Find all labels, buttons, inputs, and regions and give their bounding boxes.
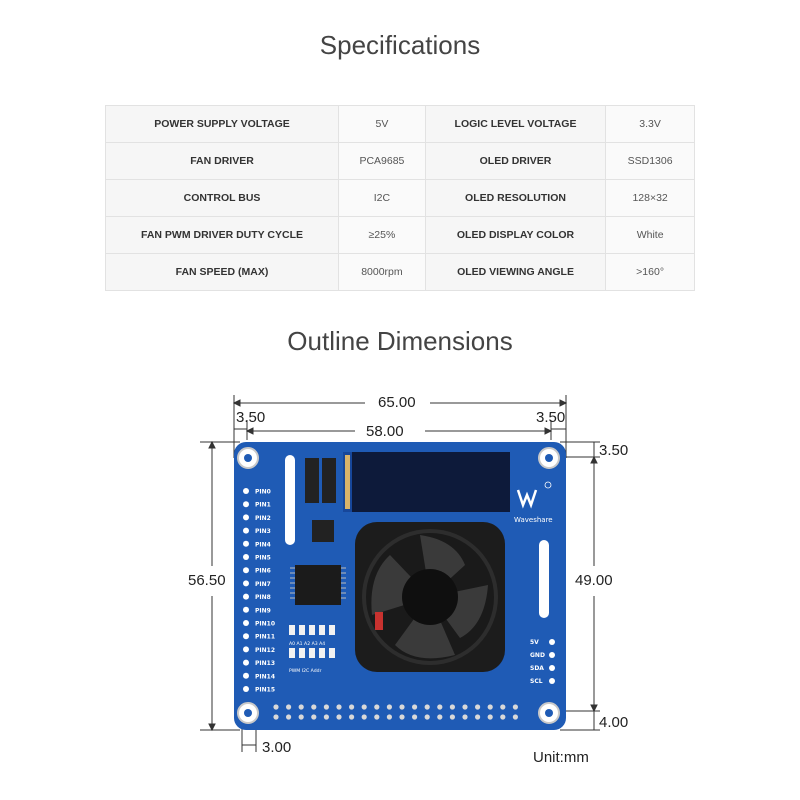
address-labels: A0 A1 A2 A3 A4: [289, 641, 325, 647]
pin-label: PIN7: [255, 581, 271, 588]
pin-label: PIN3: [255, 528, 271, 535]
spec-value: PCA9685: [338, 142, 426, 180]
spec-value: 8000rpm: [338, 253, 426, 291]
power-pin-label: SCL: [530, 678, 543, 685]
i2c-addr-label: PWM I2C Addr: [289, 668, 322, 674]
pin-label: PIN1: [255, 502, 271, 509]
spec-key: OLED VIEWING ANGLE: [424, 253, 607, 291]
address-jumpers: [289, 625, 335, 658]
spec-key: FAN DRIVER: [104, 142, 340, 180]
spec-row: FAN PWM DRIVER DUTY CYCLE≥25%OLED DISPLA…: [104, 216, 695, 254]
pin-label: PIN12: [255, 647, 275, 654]
power-pin-label: GND: [530, 652, 545, 659]
pin-label: PIN2: [255, 515, 271, 522]
pin-label: PIN9: [255, 607, 271, 614]
cooling-fan: [355, 522, 505, 672]
pin-label: PIN14: [255, 673, 275, 680]
dim-bottom-offset: 4.00: [599, 714, 629, 731]
pin-label: PIN6: [255, 568, 271, 575]
hat-board: [234, 442, 566, 730]
spec-value: >160°: [605, 253, 695, 291]
specifications-title: Specifications: [319, 30, 481, 60]
pin-label: PIN0: [255, 489, 271, 496]
dim-hole-span-x: 58.00: [366, 423, 404, 440]
dim-overall-height: 56.50: [188, 572, 226, 589]
spec-key: OLED DISPLAY COLOR: [424, 216, 607, 254]
pin-label: PIN15: [255, 687, 275, 694]
dim-top-offset: 3.50: [599, 442, 629, 459]
dim-overall-width: 65.00: [378, 394, 416, 411]
power-pin-label: 5V: [530, 639, 539, 646]
spec-key: FAN PWM DRIVER DUTY CYCLE: [104, 216, 340, 254]
outline-dimensions-title: Outline Dimensions: [287, 326, 513, 356]
unit-label: Unit:mm: [533, 749, 589, 766]
spec-key: OLED RESOLUTION: [424, 179, 607, 217]
dim-hole-span-y: 49.00: [575, 572, 613, 589]
pin-label: PIN13: [255, 660, 275, 667]
pca9685-chip: [295, 565, 341, 605]
pin-label: PIN5: [255, 555, 271, 562]
pin-label: PIN8: [255, 594, 271, 601]
dim-left-offset: 3.50: [236, 409, 266, 426]
spec-value: 128×32: [605, 179, 695, 217]
dimension-lines: [200, 395, 600, 752]
oled-display: [352, 452, 510, 512]
spec-key: CONTROL BUS: [104, 179, 340, 217]
dim-pin-offset: 3.00: [262, 739, 292, 756]
spec-key: OLED DRIVER: [424, 142, 607, 180]
spec-key: FAN SPEED (MAX): [104, 253, 340, 291]
brand-label: Waveshare: [514, 516, 553, 524]
waveshare-logo: [516, 481, 552, 509]
pin-label: PIN11: [255, 634, 275, 641]
spec-value: SSD1306: [605, 142, 695, 180]
spec-key: LOGIC LEVEL VOLTAGE: [424, 105, 607, 143]
spec-value: White: [605, 216, 695, 254]
spec-value: 3.3V: [605, 105, 695, 143]
pin-label: PIN10: [255, 621, 275, 628]
spec-key: POWER SUPPLY VOLTAGE: [104, 105, 340, 143]
dim-right-offset: 3.50: [536, 409, 566, 426]
pin-label: PIN4: [255, 541, 271, 548]
spec-value: 5V: [338, 105, 426, 143]
power-pin-label: SDA: [530, 665, 544, 672]
